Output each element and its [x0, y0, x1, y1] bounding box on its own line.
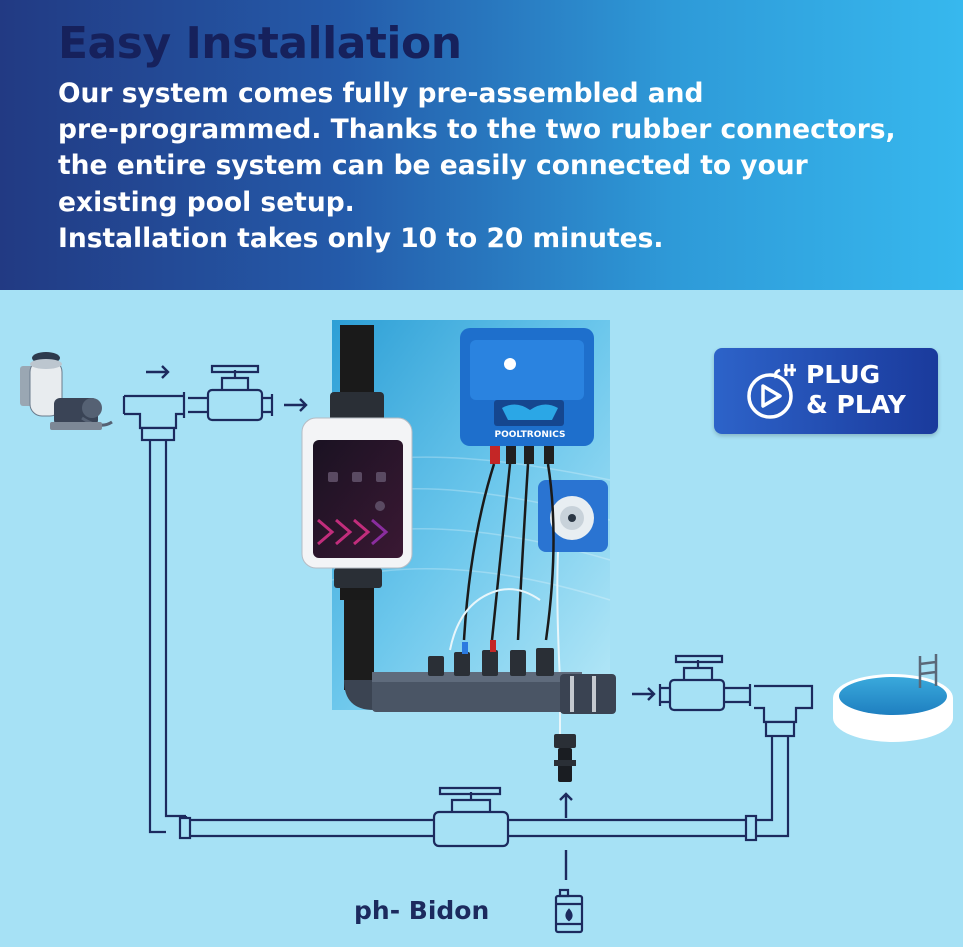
dosing-pump [538, 480, 608, 552]
badge-line-1: PLUG [806, 360, 881, 389]
right-vertical-pipe [756, 736, 790, 838]
controller-button [328, 472, 338, 482]
power-icon [375, 501, 385, 511]
bidon-label: ph- Bidon [354, 896, 490, 925]
arrow-right-icon [146, 365, 170, 379]
header-banner: Easy Installation Our system comes fully… [0, 0, 963, 290]
arrow-right-icon [632, 687, 656, 701]
flow-arrows [146, 365, 656, 880]
controller-button [352, 472, 362, 482]
plug-play-text: PLUG & PLAY [806, 360, 906, 420]
injection-valve [554, 734, 576, 782]
canister-icon [554, 888, 584, 934]
brand-label: POOLTRONICS [495, 430, 566, 440]
left-vertical-pipe [148, 440, 166, 834]
arrow-right-icon [284, 398, 308, 412]
sensor-cables [462, 463, 555, 641]
controller-device [301, 417, 413, 569]
plug-and-play-badge: PLUG & PLAY [714, 348, 938, 434]
arrow-up-icon [559, 792, 573, 818]
description-line: pre-programmed. Thanks to the two rubber… [58, 114, 896, 146]
page-title: Easy Installation [58, 18, 462, 69]
badge-line-2: & PLAY [806, 390, 906, 419]
pool-pump-icon [20, 352, 113, 430]
description: Our system comes fully pre-assembled and… [58, 76, 948, 257]
pooltronics-control-box: POOLTRONICS [460, 328, 594, 464]
bottom-pipe-left [190, 818, 434, 838]
description-line: Our system comes fully pre-assembled and [58, 78, 704, 109]
manifold [372, 640, 616, 714]
pool-icon [833, 654, 953, 742]
plug-play-icon [747, 364, 796, 419]
bottom-pipe-right [508, 818, 748, 838]
pipe-network [122, 364, 814, 848]
description-line: the entire system can be easily connecte… [58, 150, 808, 182]
controller-button [376, 472, 386, 482]
description-line: Installation takes only 10 to 20 minutes… [58, 222, 664, 254]
description-line: existing pool setup. [58, 186, 355, 218]
